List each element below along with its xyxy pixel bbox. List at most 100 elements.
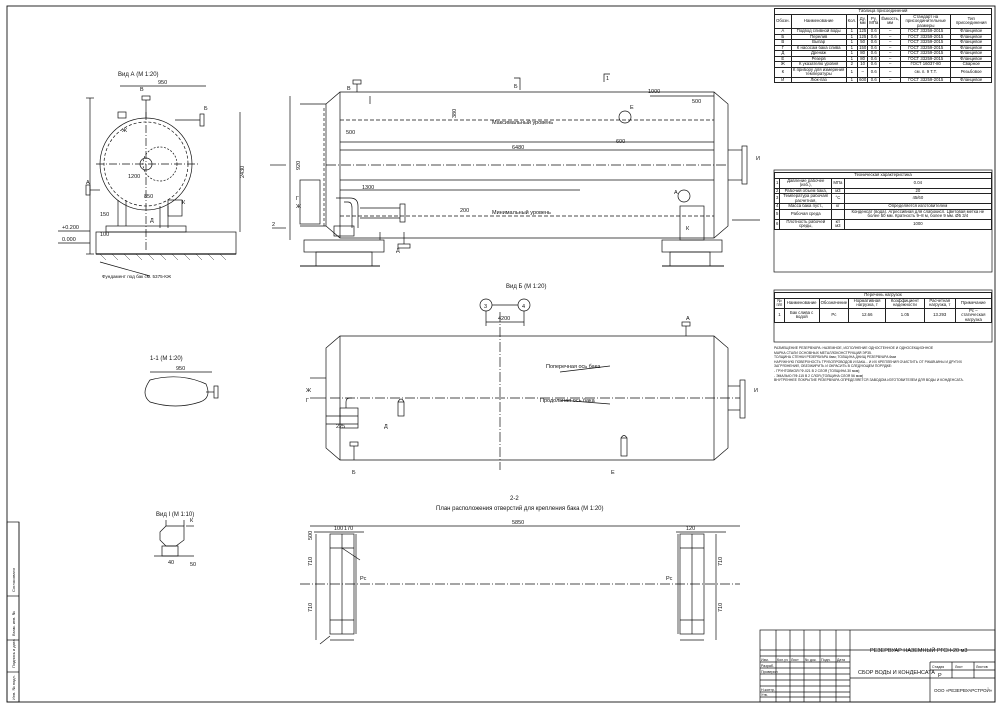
nozzle-table: Таблица присоединений Обозн. Наименовани… [774,8,992,83]
plan-holes-title: План расположения отверстий для креплени… [436,505,604,512]
max-level-label: Максимальный уровень [492,119,553,126]
table-cell: 0.6 [867,76,881,83]
front-mark-d: Д [396,248,400,254]
table-cell: – [879,76,902,83]
tb-role-2: Н.контр. [761,688,775,692]
col-header: Ру, МПа [867,13,881,29]
plan-120: 120 [686,526,695,532]
front-dim-6480: 6480 [512,145,524,151]
title-sheets-hdr: Листов [976,665,988,669]
view-a-title: Вид А (М 1:20) [118,72,159,78]
plan-dim-5850: 5850 [512,520,524,526]
note-line: МАРКА СТАЛИ ОСНОВНЫХ МЕТАЛЛОКОНСТРУКЦИЙ … [774,350,872,355]
table-cell: см. п. 9 Т.Т. [900,66,952,78]
col-header: Примечание [954,297,993,309]
view-a-dim-100: 100 [100,232,109,238]
nozzle-table-header: Обозн. Наименование Кол. Ду, мм Ру, МПа … [774,13,992,29]
plan-710-d: 710 [718,603,724,612]
tb-col-4: Подп. [821,658,831,662]
note-line: - ЭМАЛЬЮ ПФ-115 В 2 СЛОЯ (ТОЛЩИНА СЛОЯ 5… [774,373,864,378]
tb-col-3: № док. [805,658,817,662]
pc-left: Рс [360,576,367,582]
view-b-title: Вид Б (М 1:20) [506,284,546,290]
front-mark-k: К [686,226,690,232]
table-cell: ГОСТ 33259-2015 [900,76,952,83]
front-mark-g: Г [296,196,299,202]
level-zero: 0.000 [62,237,76,243]
stamp-signature: Подпись и дата [11,638,16,668]
front-mark-v: В [347,86,351,92]
axis-3: 3 [484,304,487,310]
table-cell: Резьбовое [950,66,992,78]
table-cell: 1 [845,66,859,78]
col-header: Расчетная нагрузка, т [923,297,956,309]
view-a-dim-150: 150 [100,212,109,218]
table-cell: Бак слива с водой [783,307,820,323]
table-cell: И [774,76,792,83]
col-header: Наименование [790,13,847,29]
min-level-label: Минимальный уровень [492,209,551,216]
plan-mark-b: Б [352,470,356,476]
front-dim-200: 200 [460,208,469,214]
title-org: ООО «РЕЗЕРВУАРСТРОЙ» [934,686,993,693]
tb-role-1: Проверил [761,670,778,674]
view-a-mark-d: Д [150,218,154,224]
title-stage-hdr: Стадия [932,665,944,669]
col-header: Ёмкость, мм [879,13,902,29]
plan-710-a: 710 [308,557,314,566]
title-stage: Р [938,673,942,679]
table-cell: 6 [773,218,781,230]
pc-right: Рс [666,576,673,582]
view-a-dim-850: 850 [144,194,153,200]
table-cell: 0.6 [867,66,881,78]
tb-role-0: Разраб. [761,664,774,668]
section-22-title: 2-2 [510,496,519,502]
stamp-replaced: Взам. инв. № [11,611,16,636]
front-dim-1300: 1300 [362,185,374,191]
col-header: Нормативная нагрузка, т [848,297,887,309]
plan-dim-4200: 4200 [498,316,510,322]
table-cell: 600 [857,76,869,83]
plan-mark-a: А [686,316,690,322]
note-line: РАЗМЕЩЕНИЕ РЕЗЕРВУАРА: НАЗЕМНОЕ, ИСПОЛНЕ… [774,346,934,350]
plan-500: 500 [308,531,314,540]
view-i-40: 40 [168,560,174,566]
table-cell: 12.66 [848,307,887,323]
front-mark-1: 1 [606,76,609,82]
view-a-mark-zh: Ж [122,128,127,134]
view-a-dim-top: 950 [158,80,167,86]
table-cell: кг/м3 [831,218,845,230]
table-cell: 45/60 [843,193,993,204]
table-cell: Конденсат (вода). Агрессивная для слабок… [843,208,993,220]
table-cell: Рабочая среда [779,208,833,220]
note-line: ЗАГРЯЗНЕНИЙ, ОБЕЗЖИРИТЬ И ОКРАСИТЬ В СЛЕ… [774,364,893,369]
title-assembly: СБОР ВОДЫ И КОНДЕНСАТА [858,670,935,676]
section-11-title: 1-1 (М 1:20) [150,356,183,362]
view-a-mark-b: Б [204,106,208,112]
front-dim-500: 500 [692,99,701,105]
front-mark-a: А [674,190,678,196]
front-mark-i: И [756,156,760,162]
tb-col-0: Изм. [761,658,769,662]
front-dim-500b: 500 [346,130,355,136]
note-line: - ГРУНТОВКОЙ ГФ-021 В 2 СЛОЯ (ТОЛЩИНА 30… [774,368,861,373]
note-line: НАРУЖНУЮ ПОВЕРХНОСТЬ ТРУБОПРОВОДОВ И БАК… [774,359,962,364]
col-header: Кол. [845,13,859,29]
table-cell [831,208,845,220]
plan-100: 100 [334,526,343,532]
col-header: Наименование [783,297,820,309]
table-cell: Фланцевое [950,76,992,83]
front-mark-b: Б [514,84,518,90]
view-i-title: Вид I (М 1:10) [156,512,194,518]
plan-710-b: 710 [308,603,314,612]
note-line: ВНУТРЕННЕЕ ПОКРЫТИЕ РЕЗЕРВУАРА ОПРЕДЕЛЯЕ… [774,378,964,383]
table-cell: К прибору для измерения температуры [790,66,847,78]
table-cell: – [879,66,902,78]
transverse-axis-label: Поперечная ось бака [546,364,601,370]
